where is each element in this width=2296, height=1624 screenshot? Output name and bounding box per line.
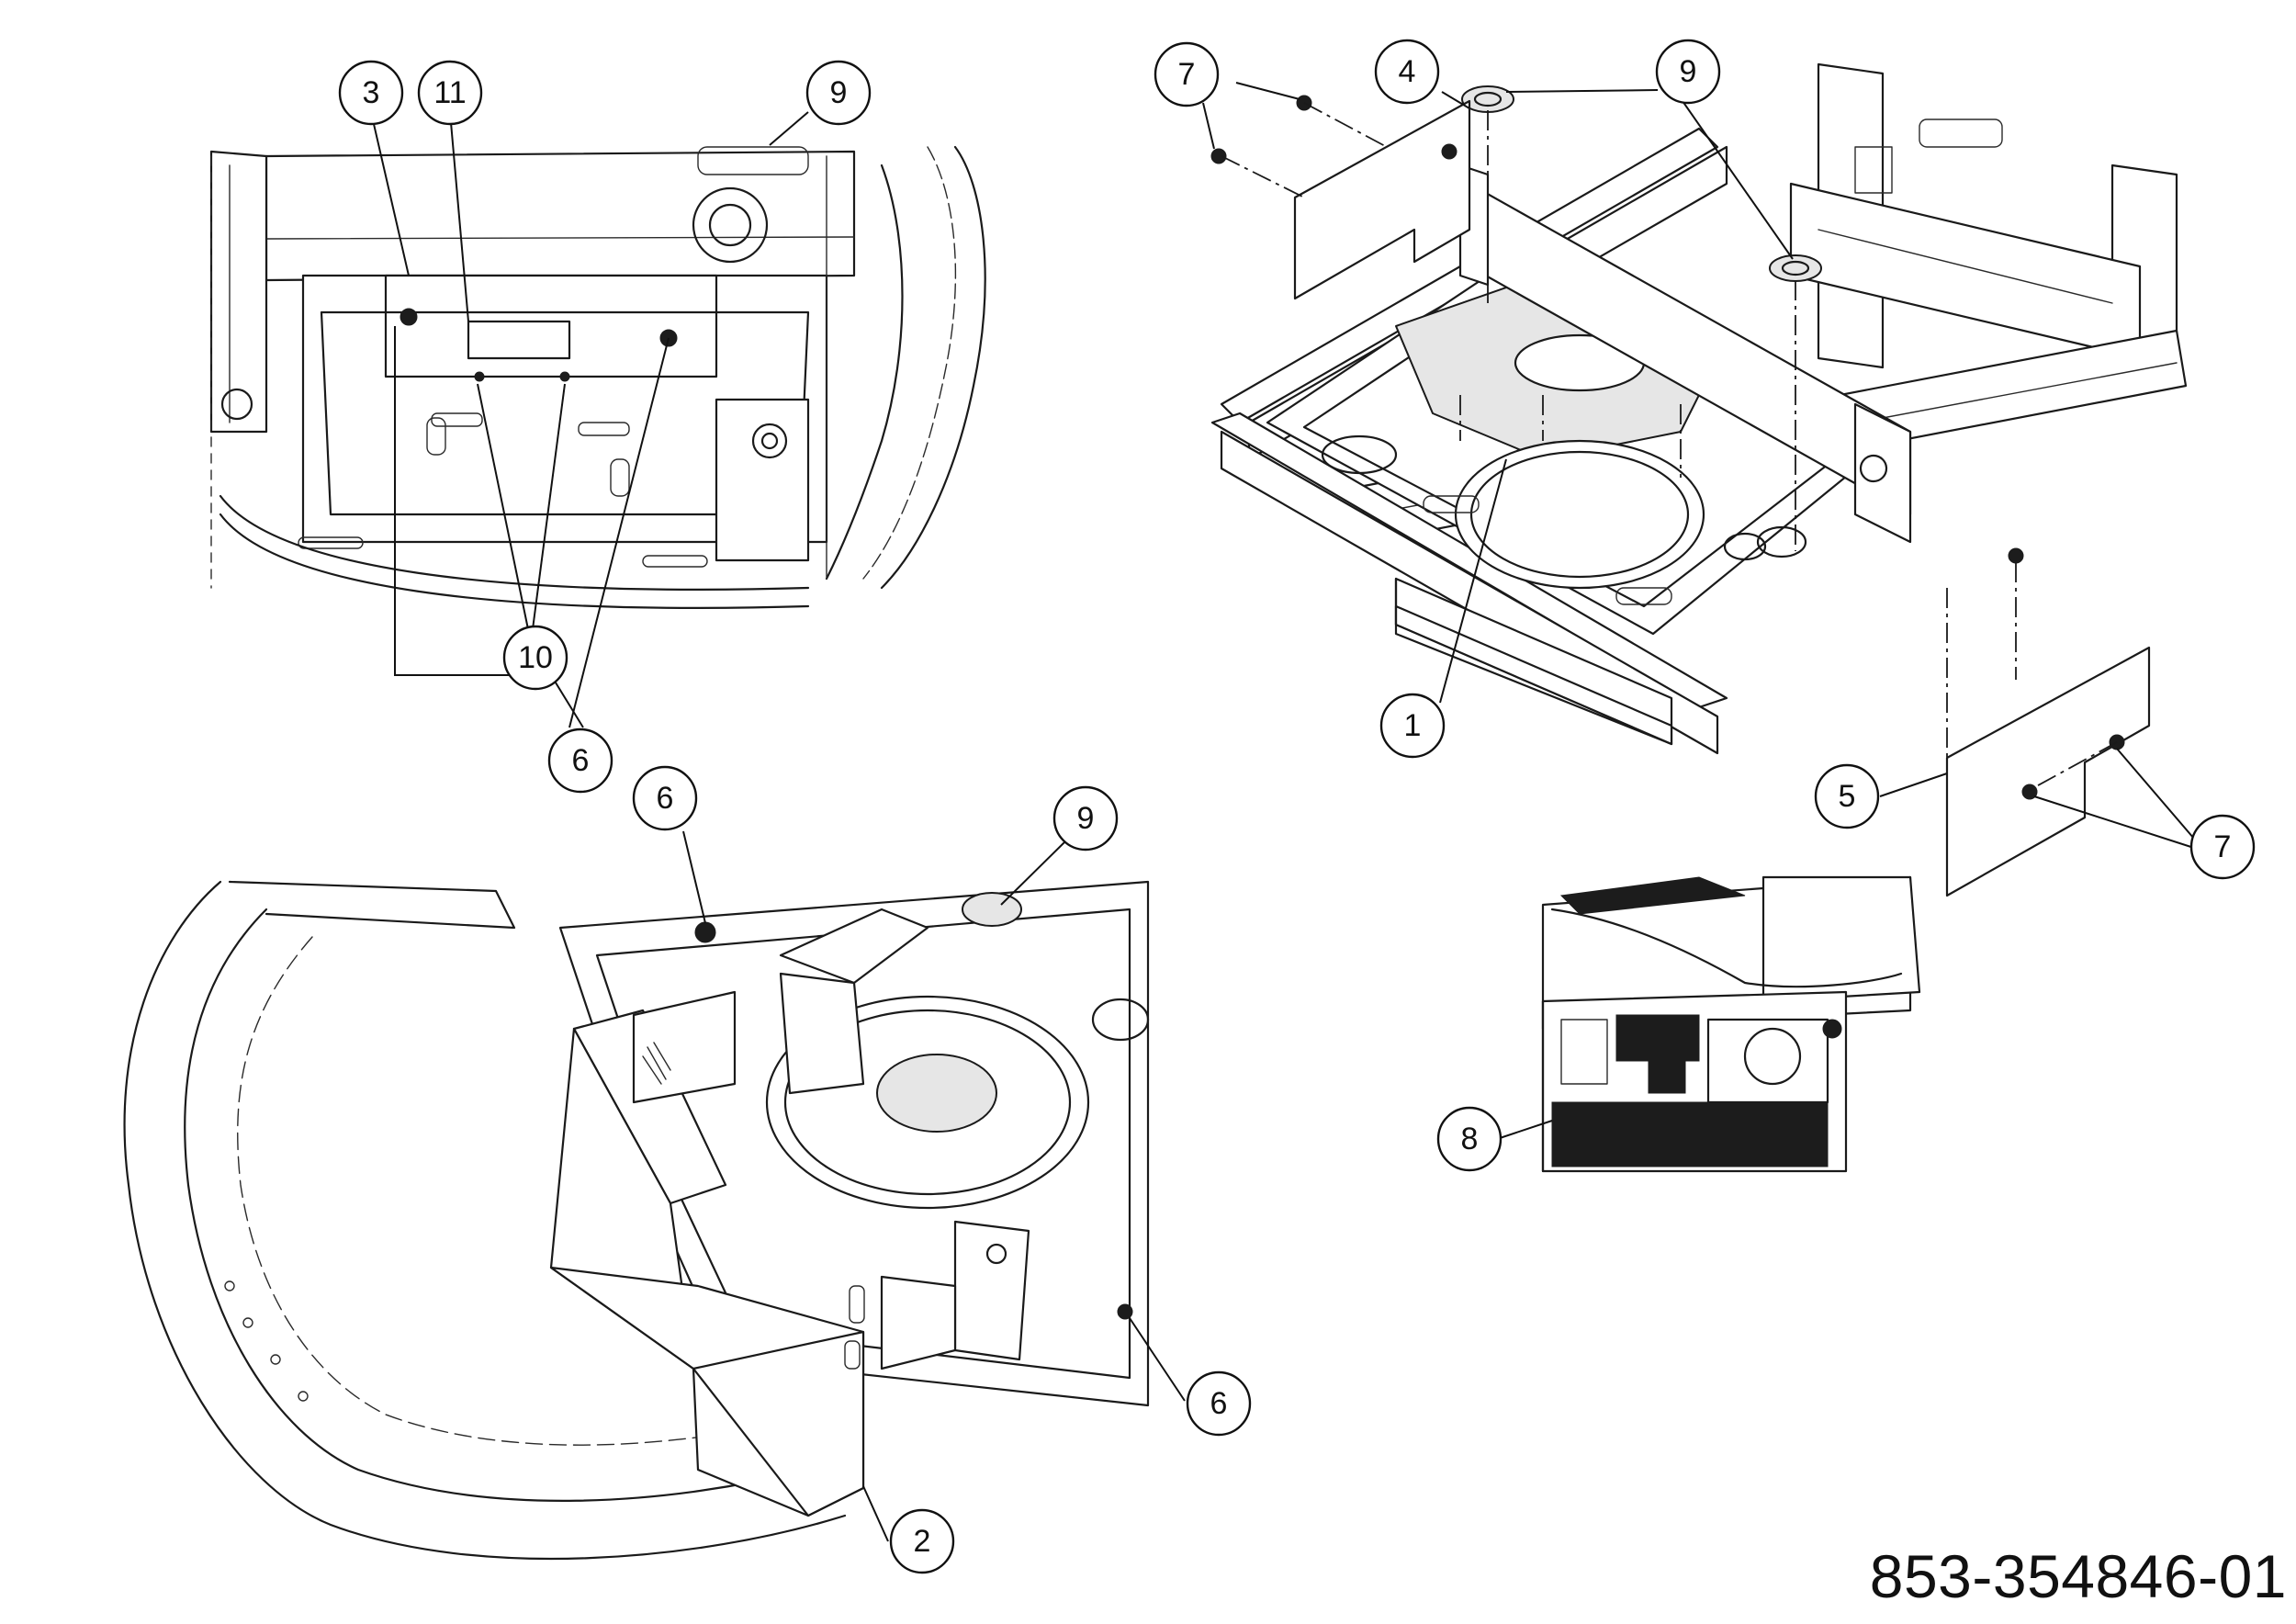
callout-9-label: 9 [1680, 54, 1697, 89]
callout-6-label: 6 [572, 743, 590, 778]
drawing-number: 853-354846-01 [1869, 1542, 2287, 1610]
callout-3-label: 3 [363, 75, 380, 110]
callout-10: 10 [502, 625, 568, 691]
callout-2: 2 [889, 1508, 955, 1574]
callout-7-label: 7 [1178, 57, 1196, 92]
chassis-frame-view [1210, 62, 2188, 897]
callout-4: 4 [1374, 39, 1440, 105]
callout-11-label: 11 [433, 75, 466, 110]
callout-9-bottom: 9 [1052, 785, 1119, 851]
callout-5-label: 5 [1839, 779, 1856, 814]
leader-lines [370, 82, 2200, 1542]
callout-7-bottom: 7 [2189, 814, 2256, 880]
callout-9-top-right: 9 [1655, 39, 1721, 105]
callout-9-label: 9 [1077, 801, 1095, 836]
callout-9-label: 9 [830, 75, 848, 110]
callout-3: 3 [338, 60, 404, 126]
rear-bracket-view [209, 145, 986, 609]
callout-8-label: 8 [1461, 1122, 1479, 1156]
callout-6-label: 6 [657, 781, 674, 816]
callout-1-label: 1 [1404, 708, 1422, 743]
callout-4-label: 4 [1399, 54, 1416, 89]
callout-6-bottom-right: 6 [1186, 1370, 1252, 1437]
front-guard-view [123, 880, 1150, 1561]
callout-5: 5 [1814, 763, 1880, 829]
callout-10-label: 10 [518, 640, 553, 675]
callout-1: 1 [1379, 693, 1446, 759]
callout-2-label: 2 [914, 1524, 931, 1559]
callout-8: 8 [1436, 1106, 1503, 1172]
engine-view [1541, 875, 1921, 1173]
callout-7-label: 7 [2214, 829, 2232, 864]
callout-7-top: 7 [1154, 41, 1220, 107]
callout-6-top-left: 6 [547, 727, 613, 794]
callout-6-label: 6 [1210, 1386, 1228, 1421]
callout-9-top-left: 9 [805, 60, 872, 126]
callout-11: 11 [417, 60, 483, 126]
callout-6-bottom-top: 6 [632, 765, 698, 831]
